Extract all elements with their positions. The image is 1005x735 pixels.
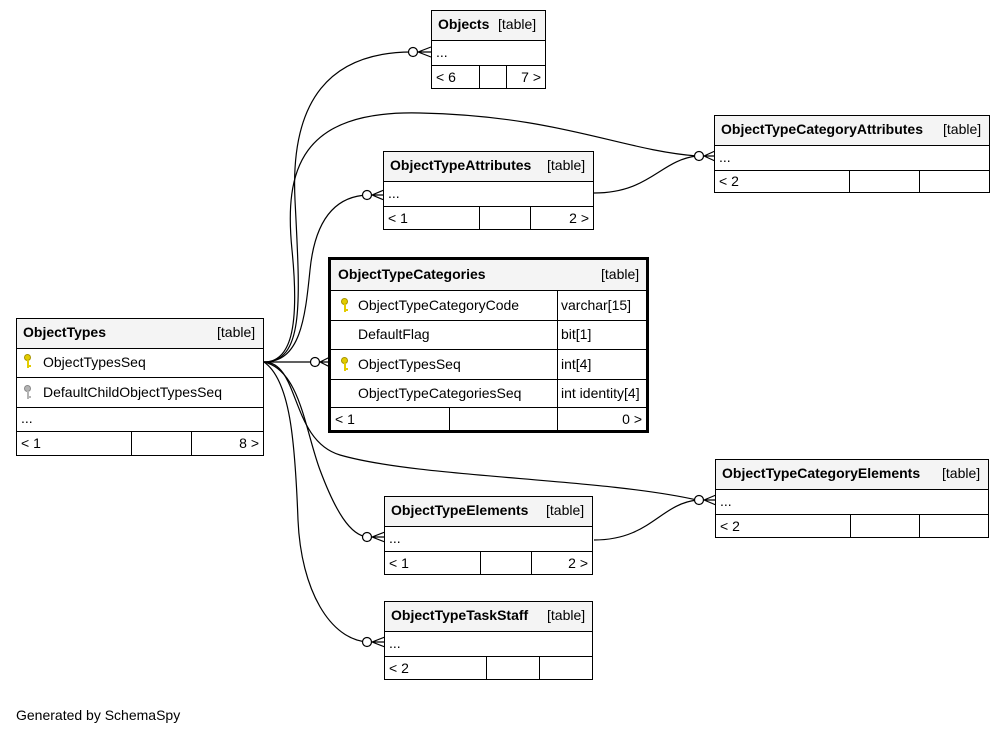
table-footer: < 2 (716, 514, 988, 537)
parent-count: < 1 (21, 435, 41, 451)
column-name: ObjectTypesSeq (358, 356, 461, 372)
table-name: ObjectTypeCategoryAttributes (721, 121, 923, 137)
column-name: DefaultFlag (358, 326, 430, 342)
relation-line-attr-catattr (593, 155, 698, 194)
table-type: [table] (943, 121, 982, 137)
column-row[interactable]: ObjectTypeCategoriesSeq int identity[4] (331, 379, 646, 407)
relation-line-elements (263, 361, 369, 538)
ellipsis-row: ... (21, 410, 33, 426)
table-type: [table] (942, 465, 981, 481)
table-footer: < 1 8 > (17, 431, 263, 455)
table-type: [table] (546, 502, 585, 518)
ellipsis-row: ... (720, 493, 732, 509)
child-count: 0 > (622, 411, 642, 427)
parent-count: < 2 (719, 173, 739, 189)
child-count: 7 > (521, 69, 541, 85)
relation-line-task-staff (263, 361, 369, 643)
crowfoot-category-elements (693, 494, 717, 506)
table-object-types[interactable]: ObjectTypes [table] ObjectTypesSeq Defau… (16, 318, 264, 456)
relation-line-attributes (263, 194, 369, 363)
table-name: ObjectTypeCategoryElements (722, 465, 921, 481)
parent-count: < 2 (389, 660, 409, 676)
column-row[interactable]: DefaultChildObjectTypesSeq (17, 377, 263, 407)
table-type: [table] (601, 266, 640, 282)
primary-key-icon (341, 298, 349, 314)
table-footer: < 1 0 > (331, 407, 646, 430)
crowfoot-objects (407, 46, 432, 58)
table-footer: < 1 2 > (384, 206, 593, 229)
table-footer: < 6 7 > (432, 65, 545, 88)
table-name: Objects (438, 16, 490, 32)
table-object-type-categories[interactable]: ObjectTypeCategories [table] ObjectTypeC… (328, 257, 649, 433)
column-type: int[4] (561, 356, 592, 372)
foreign-key-icon (24, 385, 32, 401)
table-object-type-category-elements[interactable]: ObjectTypeCategoryElements [table] ... <… (715, 459, 989, 538)
column-type: int identity[4] (561, 385, 640, 401)
table-name: ObjectTypeCategories (338, 266, 486, 282)
child-count: 2 > (568, 555, 588, 571)
table-object-type-category-attributes[interactable]: ObjectTypeCategoryAttributes [table] ...… (714, 115, 990, 193)
crowfoot-category-attributes-1 (693, 150, 716, 162)
ellipsis-row: ... (388, 185, 400, 201)
parent-count: < 6 (436, 69, 456, 85)
parent-count: < 2 (720, 518, 740, 534)
primary-key-icon (341, 357, 349, 373)
column-row[interactable]: DefaultFlag bit[1] (331, 320, 646, 349)
column-name: ObjectTypeCategoriesSeq (358, 385, 522, 401)
parent-count: < 1 (389, 555, 409, 571)
table-name: ObjectTypeAttributes (390, 157, 532, 173)
column-name: ObjectTypeCategoryCode (358, 297, 520, 313)
child-count: 8 > (239, 435, 259, 451)
parent-count: < 1 (388, 210, 408, 226)
primary-key-icon (24, 354, 32, 370)
column-row[interactable]: ObjectTypesSeq (17, 348, 263, 377)
crowfoot-attributes (361, 189, 385, 201)
child-count: 2 > (569, 210, 589, 226)
table-footer: < 2 (715, 170, 989, 192)
relation-line-elem-catelem (593, 499, 698, 541)
generated-by-footer: Generated by SchemaSpy (16, 707, 181, 723)
table-type: [table] (498, 16, 537, 32)
table-name: ObjectTypeElements (391, 502, 529, 518)
table-object-type-task-staff[interactable]: ObjectTypeTaskStaff [table] ... < 2 (384, 601, 593, 680)
table-name: ObjectTypeTaskStaff (391, 607, 529, 623)
column-row[interactable]: ObjectTypesSeq int[4] (331, 349, 646, 379)
table-type: [table] (217, 324, 256, 340)
table-type: [table] (547, 607, 586, 623)
parent-count: < 1 (335, 411, 355, 427)
table-object-type-elements[interactable]: ObjectTypeElements [table] ... < 1 2 > (384, 496, 593, 575)
relation-line-category-attributes (263, 112, 698, 363)
ellipsis-row: ... (436, 44, 448, 60)
relation-line-category-elements (263, 361, 698, 501)
column-name: DefaultChildObjectTypesSeq (43, 384, 222, 400)
column-row[interactable]: ObjectTypeCategoryCode varchar[15] (331, 290, 646, 320)
crowfoot-task-staff (361, 636, 386, 648)
column-name: ObjectTypesSeq (43, 354, 146, 370)
table-object-type-attributes[interactable]: ObjectTypeAttributes [table] ... < 1 2 > (383, 151, 594, 230)
table-objects[interactable]: Objects [table] ... < 6 7 > (431, 10, 546, 89)
crowfoot-elements (361, 531, 386, 543)
ellipsis-row: ... (719, 149, 731, 165)
column-type: varchar[15] (561, 297, 632, 313)
table-name: ObjectTypes (23, 324, 106, 340)
ellipsis-row: ... (389, 635, 401, 651)
table-footer: < 2 (385, 656, 592, 679)
ellipsis-row: ... (389, 530, 401, 546)
table-type: [table] (547, 157, 586, 173)
table-footer: < 1 2 > (385, 551, 592, 574)
relation-line-objects (263, 51, 413, 363)
column-type: bit[1] (561, 326, 592, 342)
